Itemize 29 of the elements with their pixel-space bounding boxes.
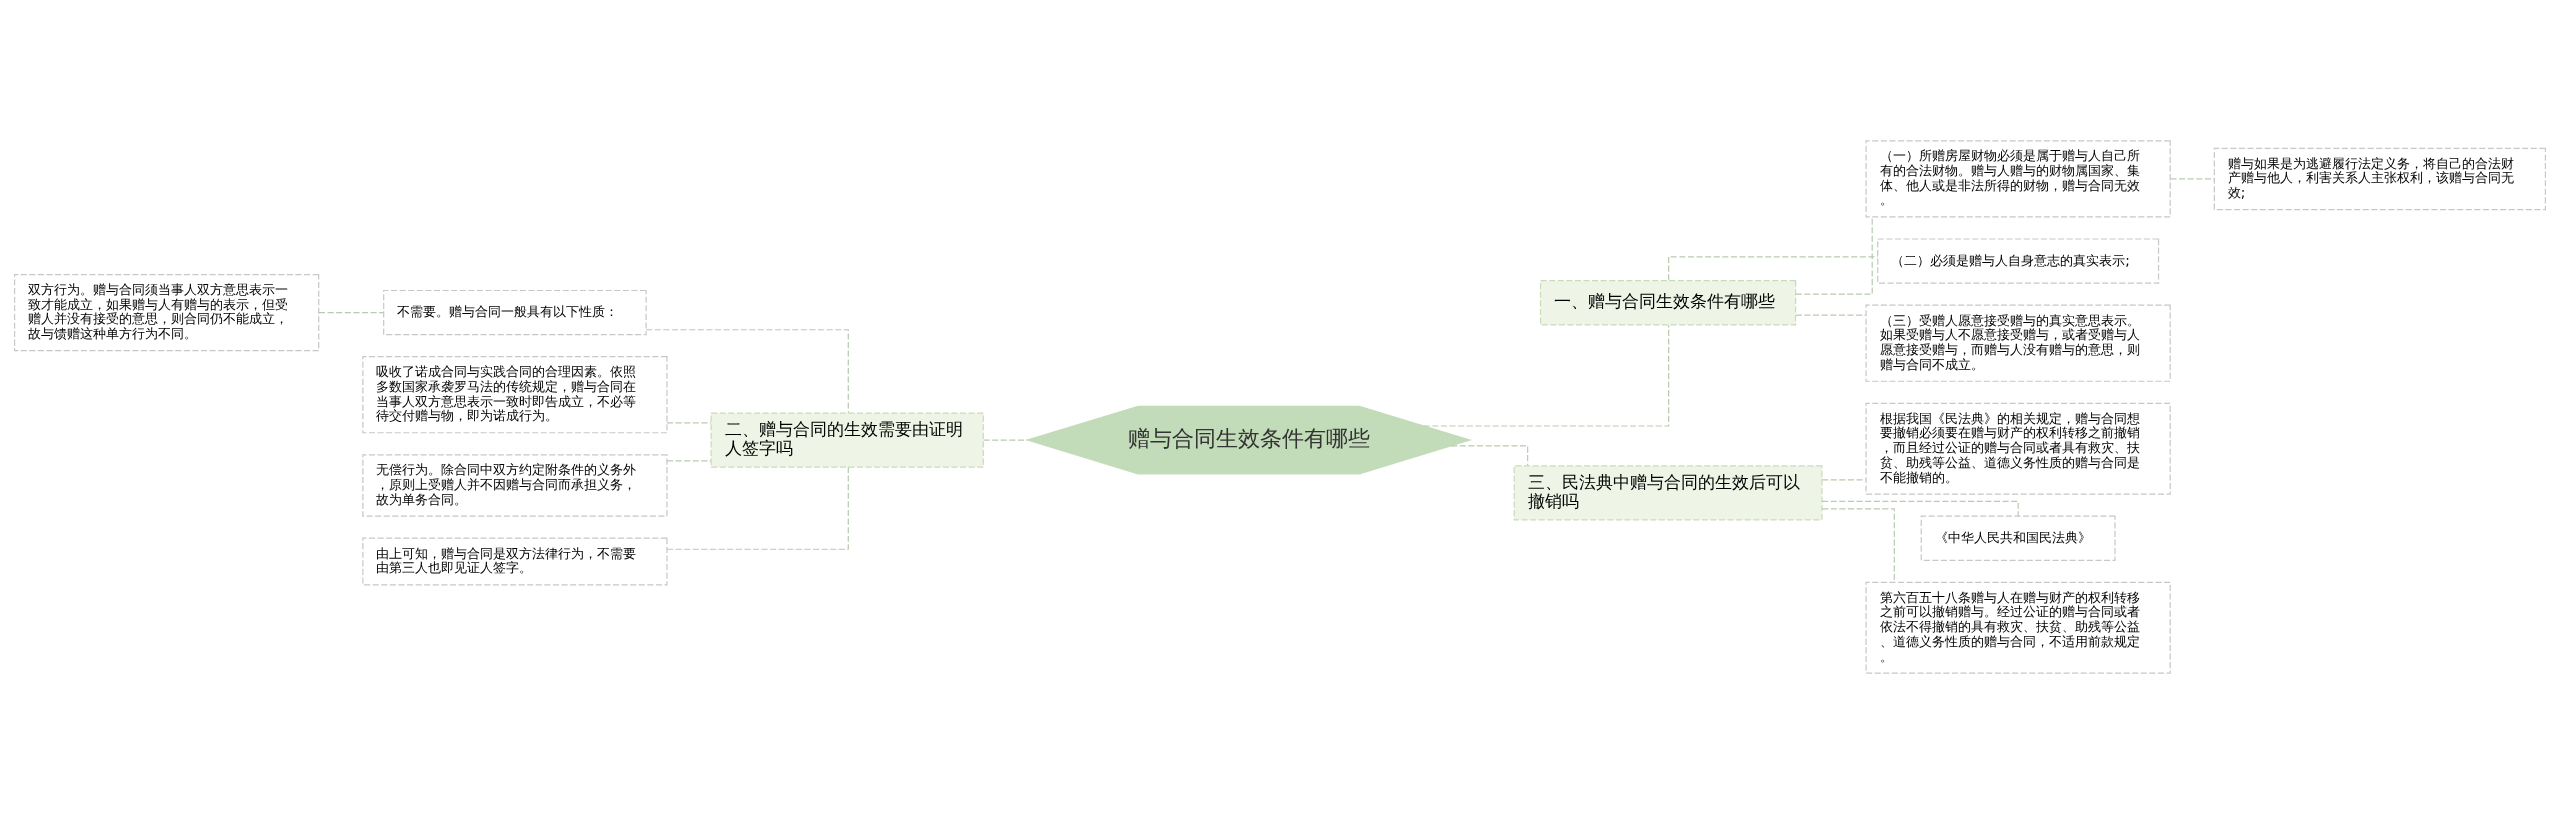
connector — [1795, 313, 1867, 316]
node-box: 一、赠与合同生效条件有哪些 — [1539, 279, 1797, 325]
node-box: 双方行为。赠与合同须当事人双方意思表示一致才能成立，如果赠与人有赠与的表示，但受赠人并没有接受的意思，则合同仍不能成立，故与馈赠这种单方行为不同。 — [13, 273, 320, 351]
connector — [1423, 324, 1670, 427]
connector — [318, 311, 384, 313]
node-box: 赠与如果是为逃避履行法定义务，将自己的合法财产赠与他人，利害关系人主张权利，该赠与合同无效; — [2213, 147, 2547, 210]
node-box: 第六百五十八条赠与人在赠与财产的权利转移之前可以撤销赠与。经过公证的赠与合同或者依法不得撤销的具有救灾、扶贫、助残等公益、道德义务性质的赠与合同，不适用前款规定。 — [1865, 581, 2171, 674]
node-box: 《中华人民共和国民法典》 — [1920, 515, 2116, 561]
node-box: 不需要。赠与合同一般具有以下性质： — [383, 289, 647, 335]
connector — [1450, 444, 1529, 466]
node-box: 无偿行为。除合同中双方约定附条件的义务外，原则上受赠人并不因赠与合同而承担义务，故为单务合同。 — [362, 453, 668, 517]
connector — [1821, 500, 2019, 517]
connector — [2169, 177, 2215, 180]
connector — [645, 328, 849, 413]
node-box: （一）所赠房屋财物必须是属于赠与人自己所有的合法财物。赠与人赠与的财物属国家、集体、他人或是非法所得的财物，赠与合同无效。 — [1865, 139, 2171, 218]
connector — [1668, 255, 1879, 281]
connector — [983, 439, 1029, 441]
connector — [666, 421, 712, 424]
connector — [666, 465, 849, 550]
node-box: 三、民法典中赠与合同的生效后可以撤销吗 — [1513, 464, 1823, 520]
connector — [1821, 507, 1895, 583]
node-box: 二、赠与合同的生效需要由证明人签字吗 — [710, 412, 984, 468]
node-box: 吸收了诺成合同与实践合同的合理因素。依照多数国家承袭罗马法的传统规定，赠与合同在当事人双方意思表示一致时即告成立，不必等待交付赠与物，即为诺成行为。 — [362, 355, 668, 433]
connector — [666, 459, 712, 462]
connector — [1821, 478, 1867, 481]
node-box: （三）受赠人愿意接受赠与的真实意思表示。如果受赠与人不愿意接受赠与，或者受赠与人愿意接受赠与，而赠与人没有赠与的意思，则赠与合同不成立。 — [1865, 304, 2171, 382]
node-box: 根据我国《民法典》的相关规定，赠与合同想要撤销必须要在赠与财产的权利转移之前撤销，而且经过公证的赠与合同或者具有救灾、扶贫、助残等公益、道德义务性质的赠与合同是不能撤销的。 — [1865, 402, 2171, 495]
node-box: 由上可知，赠与合同是双方法律行为，不需要由第三人也即见证人签字。 — [362, 537, 668, 585]
node-box: （二）必须是赠与人自身意志的真实表示; — [1877, 237, 2160, 284]
